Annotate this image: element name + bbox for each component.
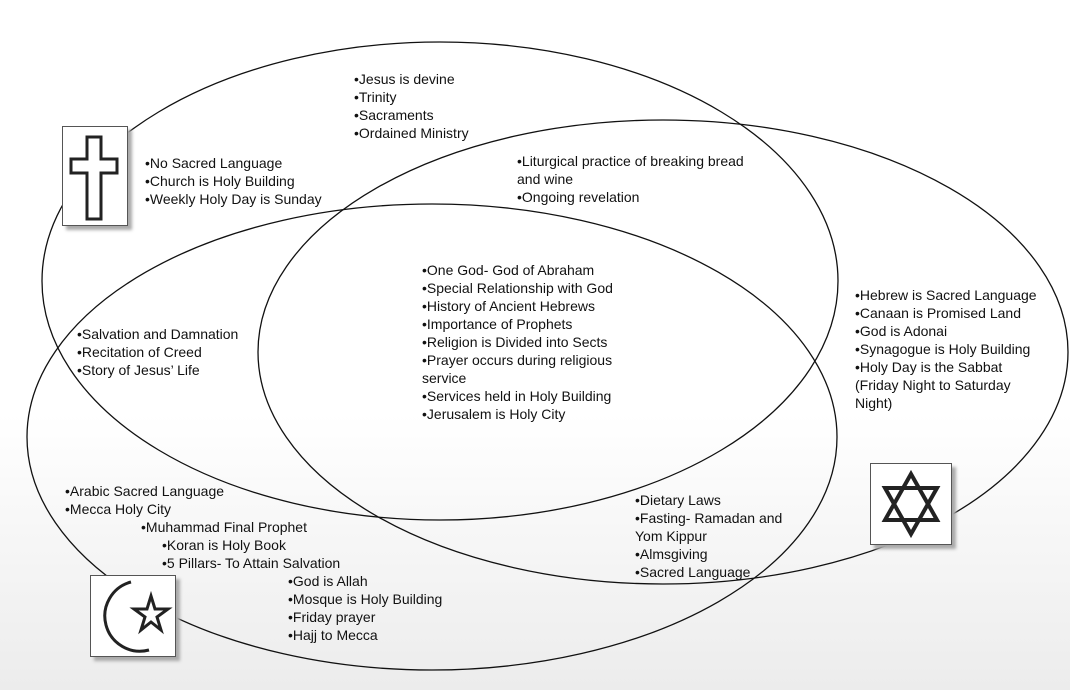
list-item: •Ordained Ministry <box>354 125 469 141</box>
list-item: •Ongoing revelation <box>517 189 640 205</box>
islam-circle <box>26 203 838 671</box>
list-item: •Dietary Laws <box>635 492 721 508</box>
christianity-left-list: •No Sacred Language •Church is Holy Buil… <box>145 154 322 208</box>
list-item: •History of Ancient Hebrews <box>422 298 595 314</box>
christianity-only-list: •Jesus is devine •Trinity •Sacraments •O… <box>354 70 469 142</box>
list-item: •Muhammad Final Prophet <box>141 519 307 535</box>
judaism-circle <box>257 119 1069 585</box>
list-item: •Sacred Language <box>635 564 751 580</box>
list-item: •God is Allah <box>288 573 368 589</box>
list-item: •Fasting- Ramadan and Yom Kippur <box>635 510 783 544</box>
star-of-david-icon <box>870 463 952 545</box>
list-item: •Church is Holy Building <box>145 173 295 189</box>
islam-only-list: •Arabic Sacred Language •Mecca Holy City… <box>65 482 442 644</box>
list-item: •Jerusalem is Holy City <box>422 406 566 422</box>
christianity-islam-list: •Salvation and Damnation •Recitation of … <box>77 325 238 379</box>
cross-icon <box>62 126 128 226</box>
list-item: •Jesus is devine <box>354 71 455 87</box>
judaism-only-list: •Hebrew is Sacred Language •Canaan is Pr… <box>855 286 1040 412</box>
list-item: •Hajj to Mecca <box>288 627 378 643</box>
list-item: •Mecca Holy City <box>65 501 172 517</box>
list-item: •Services held in Holy Building <box>422 388 612 404</box>
list-item: •Canaan is Promised Land <box>855 305 1021 321</box>
list-item: •Salvation and Damnation <box>77 326 239 342</box>
list-item: •Arabic Sacred Language <box>65 483 225 499</box>
list-item: •Story of Jesus’ Life <box>77 362 200 378</box>
list-item: •Liturgical practice of breaking bread a… <box>517 153 744 187</box>
list-item: •Hebrew is Sacred Language <box>855 287 1037 303</box>
list-item: •Friday prayer <box>288 609 376 625</box>
all-three-list: •One God- God of Abraham •Special Relati… <box>422 261 637 423</box>
list-item: •Synagogue is Holy Building <box>855 341 1031 357</box>
list-item: •Special Relationship with God <box>422 280 613 296</box>
list-item: •One God- God of Abraham <box>422 262 595 278</box>
list-item: •No Sacred Language <box>145 155 283 171</box>
list-item: •Importance of Prophets <box>422 316 573 332</box>
list-item: •5 Pillars- To Attain Salvation <box>162 555 341 571</box>
list-item: •God is Adonai <box>855 323 948 339</box>
christianity-circle <box>41 41 839 521</box>
list-item: •Trinity <box>354 89 397 105</box>
list-item: •Mosque is Holy Building <box>288 591 443 607</box>
list-item: •Religion is Divided into Sects <box>422 334 608 350</box>
crescent-and-star-icon <box>90 575 176 657</box>
list-item: •Weekly Holy Day is Sunday <box>145 191 322 207</box>
list-item: •Almsgiving <box>635 546 708 562</box>
list-item: •Sacraments <box>354 107 434 123</box>
christianity-judaism-list: •Liturgical practice of breaking bread a… <box>517 152 767 206</box>
list-item: •Koran is Holy Book <box>162 537 286 553</box>
judaism-islam-list: •Dietary Laws •Fasting- Ramadan and Yom … <box>635 491 805 581</box>
list-item: •Recitation of Creed <box>77 344 202 360</box>
list-item: •Holy Day is the Sabbat (Friday Night to… <box>855 359 1011 411</box>
list-item: •Prayer occurs during religious service <box>422 352 613 386</box>
